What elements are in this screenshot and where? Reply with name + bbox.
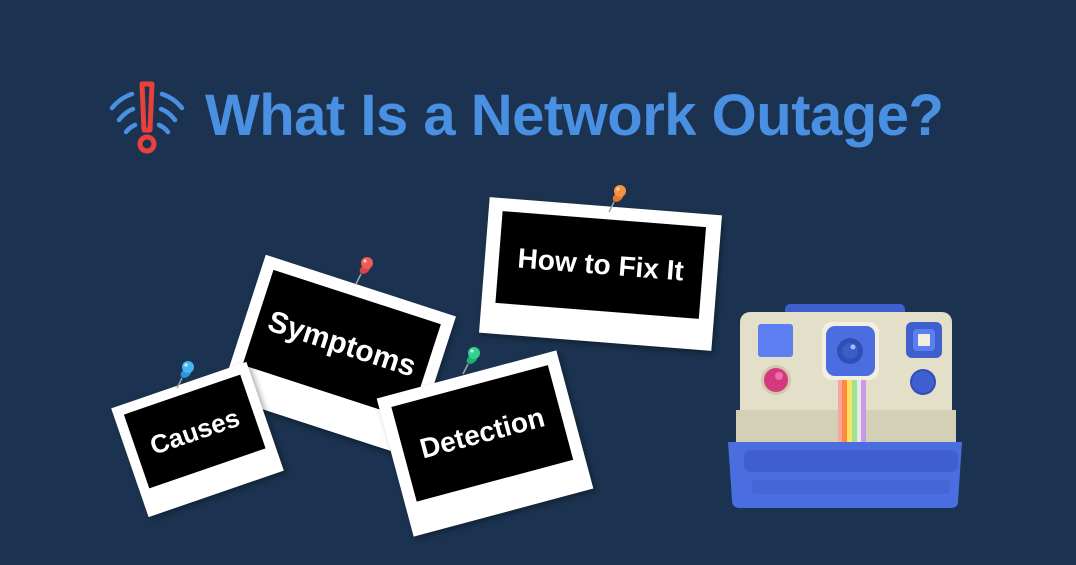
photo-label: Symptoms: [263, 304, 420, 384]
green-pushpin-icon: [462, 347, 480, 375]
instant-camera-icon: [728, 304, 962, 508]
wifi-alert-icon: [109, 81, 185, 154]
photo-label: How to Fix It: [516, 242, 685, 287]
photo-card-how-to-fix-it: How to Fix It: [479, 197, 722, 351]
photo-label: Detection: [416, 401, 548, 465]
blue-pushpin-icon: [176, 361, 194, 389]
page-title: What Is a Network Outage?: [205, 83, 944, 148]
orange-pushpin-icon: [608, 185, 626, 213]
red-pushpin-icon: [355, 257, 373, 285]
photo-label: Causes: [145, 401, 244, 461]
